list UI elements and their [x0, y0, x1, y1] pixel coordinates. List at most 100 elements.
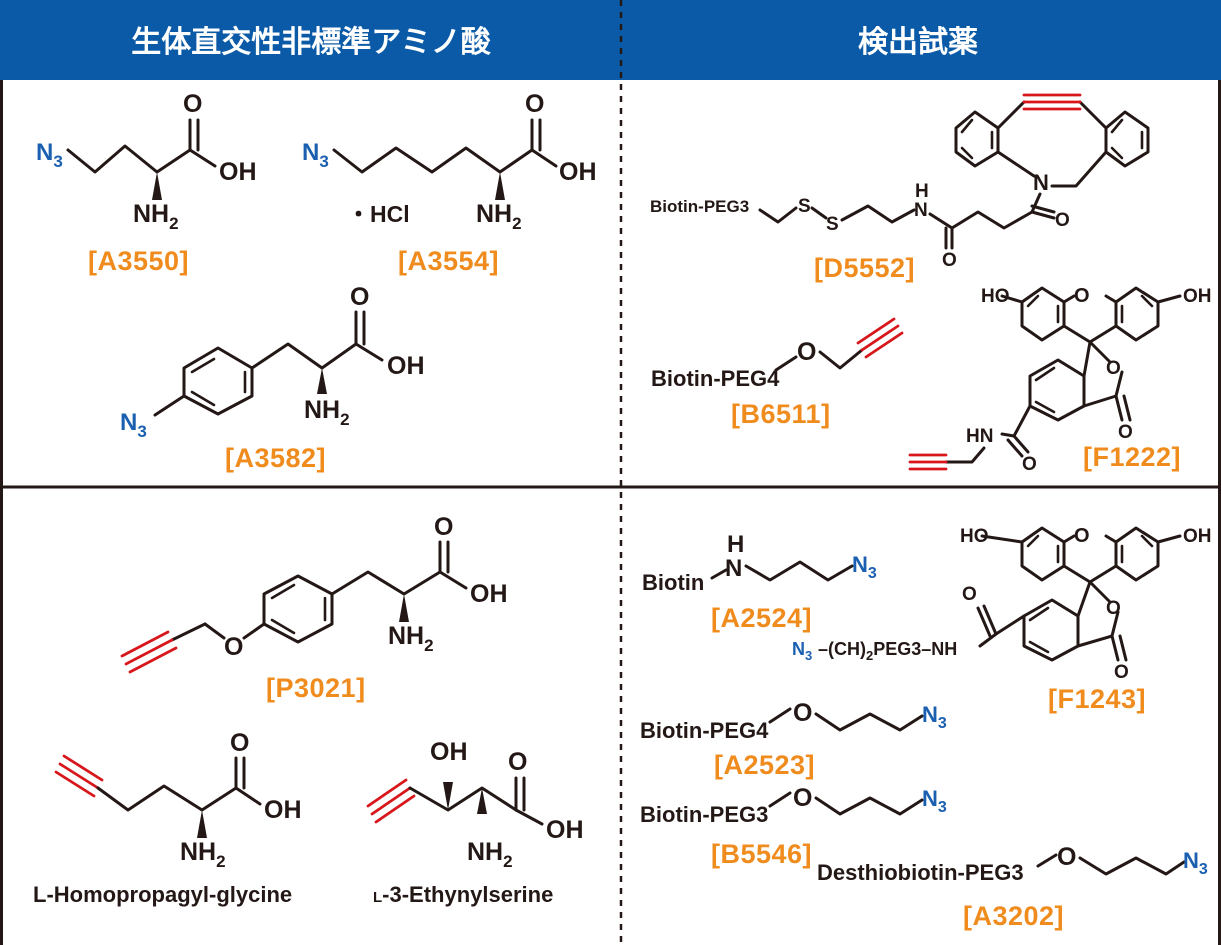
- alkyne-ethynylserine: [366, 778, 416, 824]
- azide-label: N: [1183, 848, 1199, 873]
- svg-text:O: O: [793, 784, 812, 812]
- hcl-salt: ・HCl: [347, 201, 410, 227]
- molecule-ethynylserine: OH O OH NH2 L-3-Ethynylserine: [366, 738, 584, 907]
- svg-text:S: S: [826, 214, 839, 235]
- svg-text:OH: OH: [1183, 526, 1212, 547]
- alkyne-hpg: [54, 754, 104, 798]
- svg-text:N3: N3: [1183, 848, 1208, 878]
- name-hpg: L-Homopropagyl-glycine: [33, 882, 292, 907]
- svg-text:O: O: [797, 338, 816, 366]
- svg-text:Biotin: Biotin: [642, 570, 704, 595]
- molecule-f1222: HO OH O O O O HN: [908, 285, 1212, 475]
- svg-text:OH: OH: [430, 738, 468, 766]
- molecule-a3554: N3 O OH NH2 ・HCl [A3554]: [302, 90, 597, 276]
- svg-text:N3: N3: [36, 139, 63, 171]
- svg-text:O: O: [230, 729, 249, 757]
- svg-text:HN: HN: [966, 426, 993, 447]
- svg-text:N3: N3: [922, 702, 947, 732]
- svg-text:O: O: [1057, 843, 1076, 871]
- svg-text:O: O: [1114, 662, 1129, 683]
- molecule-hpg: O OH NH2 L-Homopropagyl-glycine: [33, 729, 302, 907]
- svg-text:O: O: [1106, 598, 1121, 619]
- svg-text:N3: N3: [792, 639, 812, 663]
- svg-text:Biotin-PEG4: Biotin-PEG4: [651, 366, 780, 391]
- azide-label: N: [302, 139, 319, 166]
- svg-text:O: O: [1055, 210, 1070, 231]
- molecule-a2524: Biotin H N N3 [A2524]: [642, 531, 877, 633]
- svg-text:N3: N3: [922, 786, 947, 816]
- svg-text:OH: OH: [470, 580, 508, 608]
- svg-text:H: H: [727, 531, 744, 558]
- svg-text:N: N: [725, 555, 742, 582]
- svg-text:O: O: [350, 283, 369, 311]
- azide-label: N: [120, 409, 137, 436]
- svg-text:O: O: [224, 633, 243, 661]
- code-a3550: [A3550]: [88, 246, 189, 276]
- svg-text:O: O: [793, 699, 812, 727]
- name-ethynylserine: L-3-Ethynylserine: [373, 882, 553, 907]
- code-b5546: [B5546]: [711, 839, 812, 869]
- svg-text:H: H: [915, 181, 929, 202]
- alkyne-b6511: [856, 317, 904, 359]
- code-a2524: [A2524]: [711, 603, 812, 633]
- svg-text:NH2: NH2: [180, 838, 226, 871]
- svg-text:N3: N3: [852, 552, 877, 582]
- code-a2523: [A2523]: [714, 750, 815, 780]
- svg-text:Biotin-PEG3: Biotin-PEG3: [650, 197, 749, 216]
- svg-text:NH2: NH2: [304, 396, 350, 429]
- svg-text:NH2: NH2: [476, 200, 522, 233]
- svg-text:N3: N3: [120, 409, 147, 441]
- svg-text:O: O: [183, 90, 202, 118]
- azide-label: N: [36, 139, 53, 166]
- svg-text:N: N: [914, 200, 928, 221]
- svg-text:Desthiobiotin-PEG3: Desthiobiotin-PEG3: [817, 860, 1024, 885]
- svg-text:OH: OH: [387, 352, 425, 380]
- molecule-a2523: Biotin-PEG4 O N3 [A2523]: [640, 699, 947, 780]
- code-b6511: [B6511]: [731, 399, 831, 429]
- svg-text:O: O: [942, 250, 957, 271]
- svg-text:Biotin-PEG3: Biotin-PEG3: [640, 802, 768, 827]
- svg-text:OH: OH: [264, 796, 302, 824]
- molecule-a3202: Desthiobiotin-PEG3 O N3 [A3202]: [817, 843, 1208, 931]
- header-right: 検出試薬: [858, 25, 978, 60]
- molecule-b5546: Biotin-PEG3 O N3 [B5546]: [640, 784, 947, 869]
- code-a3582: [A3582]: [225, 443, 326, 473]
- svg-text:O: O: [508, 748, 527, 776]
- svg-text:O: O: [1074, 285, 1090, 307]
- code-a3554: [A3554]: [398, 246, 499, 276]
- svg-text:NH2: NH2: [133, 200, 179, 233]
- azide-label: N: [852, 552, 868, 577]
- alkyne-d5552: [1022, 93, 1082, 111]
- molecule-f1243: HO OH O O O O N3 –(CH)2PEG3–NH [F1243]: [792, 525, 1212, 714]
- svg-text:O: O: [434, 513, 453, 541]
- header-left: 生体直交性非標準アミノ酸: [131, 25, 491, 60]
- svg-text:HO: HO: [960, 526, 989, 547]
- code-p3021: [P3021]: [266, 673, 366, 703]
- azide-label: N: [922, 702, 938, 727]
- svg-text:O: O: [962, 584, 977, 605]
- svg-text:O: O: [1106, 358, 1121, 379]
- molecule-b6511: Biotin-PEG4 O [B6511]: [651, 317, 904, 429]
- molecule-d5552: N Biotin-PEG3 S S H N O O [D5552]: [650, 93, 1150, 283]
- alkyne-p3021: [120, 630, 178, 674]
- svg-text:O: O: [1022, 454, 1037, 475]
- alkyne-f1222: [908, 453, 948, 471]
- code-f1222: [F1222]: [1083, 442, 1181, 472]
- code-d5552: [D5552]: [814, 253, 915, 283]
- svg-text:NH2: NH2: [467, 838, 513, 871]
- svg-text:O: O: [525, 90, 544, 118]
- svg-text:NH2: NH2: [388, 622, 434, 655]
- molecule-a3582: N3 O OH NH2 [A3582]: [120, 283, 425, 473]
- header-bar: [0, 0, 1221, 80]
- svg-text:OH: OH: [1183, 286, 1212, 307]
- code-f1243: [F1243]: [1048, 684, 1146, 714]
- azide-label: N: [792, 639, 805, 659]
- code-a3202: [A3202]: [963, 901, 1064, 931]
- svg-text:N3: N3: [302, 139, 329, 171]
- svg-text:OH: OH: [559, 158, 597, 186]
- svg-text:O: O: [1118, 422, 1133, 443]
- svg-text:N: N: [1033, 170, 1049, 195]
- svg-text:–(CH)2PEG3–NH: –(CH)2PEG3–NH: [818, 639, 957, 663]
